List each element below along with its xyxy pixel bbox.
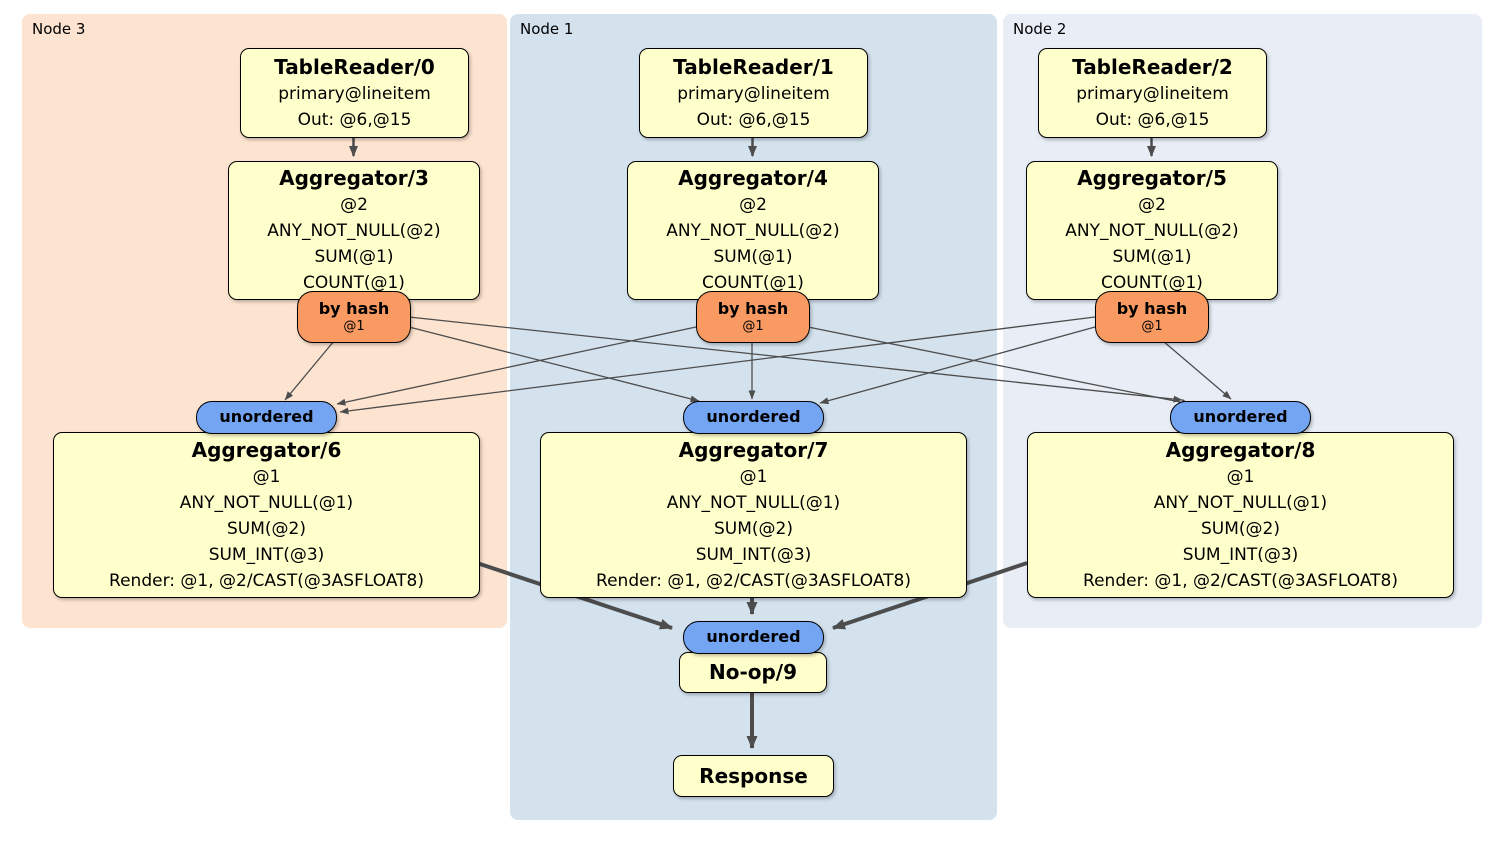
router-by-hash-right: by hash @1 [1095, 291, 1209, 343]
router-label: by hash [717, 299, 789, 318]
node-detail: ANY_NOT_NULL(@2) [666, 221, 840, 241]
router-column: @1 [742, 319, 764, 334]
node-detail: Render: @1, @2/CAST(@3ASFLOAT8) [109, 570, 424, 591]
node-detail: Out: @6,@15 [696, 109, 811, 130]
node-detail: SUM_INT(@3) [208, 544, 325, 565]
node-table-reader-2: TableReader/2 primary@lineitem Out: @6,@… [1038, 48, 1267, 138]
region-label-node-2: Node 2 [1013, 20, 1067, 38]
node-detail: SUM_INT(@3) [695, 544, 812, 565]
node-detail: ANY_NOT_NULL(@1) [666, 492, 841, 513]
node-detail: SUM(@1) [1112, 247, 1192, 267]
node-title: Aggregator/4 [678, 166, 828, 190]
node-detail: COUNT(@1) [303, 273, 405, 293]
node-aggregator-4: Aggregator/4 @2 ANY_NOT_NULL(@2) SUM(@1)… [627, 161, 879, 300]
node-detail: @1 [252, 466, 281, 487]
node-detail: primary@lineitem [278, 83, 431, 104]
sync-unordered-left: unordered [196, 401, 337, 434]
node-table-reader-1: TableReader/1 primary@lineitem Out: @6,@… [639, 48, 868, 138]
node-detail: SUM(@2) [714, 518, 793, 539]
node-title: No-op/9 [708, 660, 798, 684]
node-detail: SUM(@1) [713, 247, 793, 267]
node-title: TableReader/2 [1072, 54, 1233, 79]
node-detail: SUM(@2) [1201, 518, 1280, 539]
node-title: Aggregator/7 [678, 437, 829, 462]
node-detail: primary@lineitem [677, 83, 830, 104]
node-detail: Out: @6,@15 [1095, 109, 1210, 130]
node-detail: @2 [1138, 195, 1166, 215]
node-detail: @1 [1226, 466, 1255, 487]
node-detail: SUM(@2) [227, 518, 306, 539]
node-title: Aggregator/8 [1165, 437, 1316, 462]
node-title: Aggregator/3 [279, 166, 429, 190]
node-detail: SUM(@1) [314, 247, 394, 267]
router-by-hash-middle: by hash @1 [696, 291, 810, 343]
router-label: by hash [318, 299, 390, 318]
node-table-reader-0: TableReader/0 primary@lineitem Out: @6,@… [240, 48, 469, 138]
node-response: Response [673, 755, 834, 797]
node-detail: @1 [739, 466, 768, 487]
node-detail: COUNT(@1) [1101, 273, 1203, 293]
region-label-node-1: Node 1 [520, 20, 574, 38]
node-aggregator-7: Aggregator/7 @1 ANY_NOT_NULL(@1) SUM(@2)… [540, 432, 967, 598]
node-detail: @2 [340, 195, 368, 215]
sync-unordered-right: unordered [1170, 401, 1311, 434]
node-detail: ANY_NOT_NULL(@2) [1065, 221, 1239, 241]
node-no-op-9: No-op/9 [679, 652, 827, 693]
node-detail: ANY_NOT_NULL(@1) [179, 492, 354, 513]
node-detail: SUM_INT(@3) [1182, 544, 1299, 565]
node-title: TableReader/1 [673, 54, 834, 79]
node-detail: Render: @1, @2/CAST(@3ASFLOAT8) [1083, 570, 1398, 591]
node-title: Aggregator/6 [191, 437, 342, 462]
node-aggregator-3: Aggregator/3 @2 ANY_NOT_NULL(@2) SUM(@1)… [228, 161, 480, 300]
node-detail: COUNT(@1) [702, 273, 804, 293]
node-detail: @2 [739, 195, 767, 215]
node-aggregator-5: Aggregator/5 @2 ANY_NOT_NULL(@2) SUM(@1)… [1026, 161, 1278, 300]
router-column: @1 [1141, 319, 1163, 334]
node-title: Response [699, 763, 808, 788]
node-detail: ANY_NOT_NULL(@2) [267, 221, 441, 241]
node-detail: Render: @1, @2/CAST(@3ASFLOAT8) [596, 570, 911, 591]
node-title: TableReader/0 [274, 54, 435, 79]
node-detail: Out: @6,@15 [297, 109, 412, 130]
node-aggregator-8: Aggregator/8 @1 ANY_NOT_NULL(@1) SUM(@2)… [1027, 432, 1454, 598]
router-label: by hash [1116, 299, 1188, 318]
region-label-node-3: Node 3 [32, 20, 86, 38]
node-aggregator-6: Aggregator/6 @1 ANY_NOT_NULL(@1) SUM(@2)… [53, 432, 480, 598]
sync-unordered-final: unordered [683, 621, 824, 654]
router-column: @1 [343, 319, 365, 334]
sync-unordered-middle: unordered [683, 401, 824, 434]
node-detail: ANY_NOT_NULL(@1) [1153, 492, 1328, 513]
node-detail: primary@lineitem [1076, 83, 1229, 104]
node-title: Aggregator/5 [1077, 166, 1227, 190]
router-by-hash-left: by hash @1 [297, 291, 411, 343]
